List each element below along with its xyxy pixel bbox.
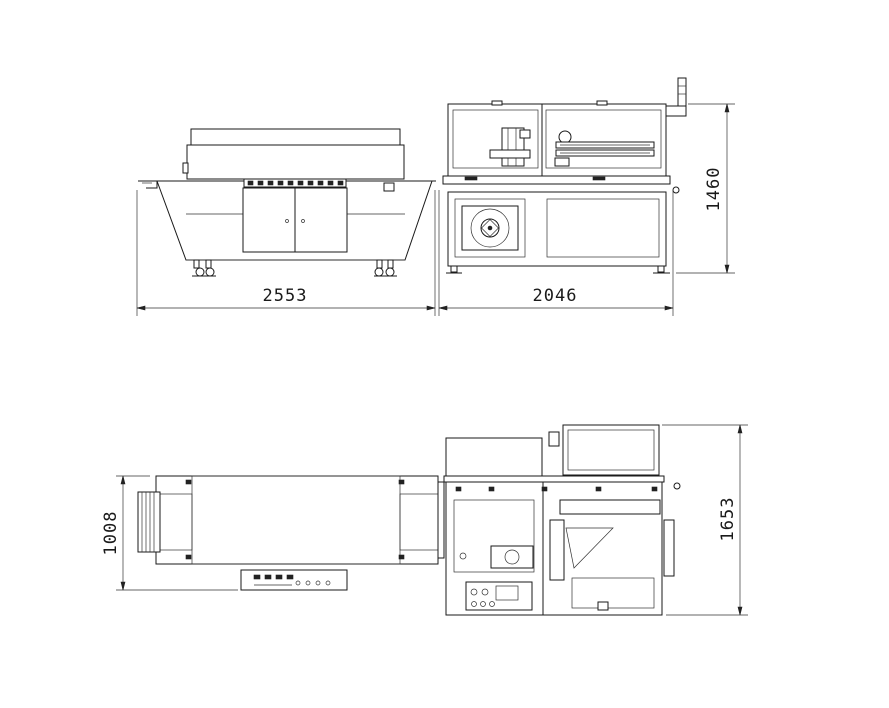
shrink-tunnel-top-view <box>137 475 445 591</box>
dimension-front-width: 2046 <box>533 286 578 306</box>
dimension-front-height: 1460 <box>704 167 724 212</box>
sealer-top-view <box>443 424 681 616</box>
dimension-top-depth-right: 1653 <box>718 497 738 542</box>
dimension-top-depth: 1008 <box>101 511 121 556</box>
sealer-front-view <box>442 77 687 274</box>
dimension-lines <box>116 103 748 616</box>
shrink-tunnel-front-view <box>138 128 436 277</box>
dimension-front-length: 2553 <box>263 286 308 306</box>
